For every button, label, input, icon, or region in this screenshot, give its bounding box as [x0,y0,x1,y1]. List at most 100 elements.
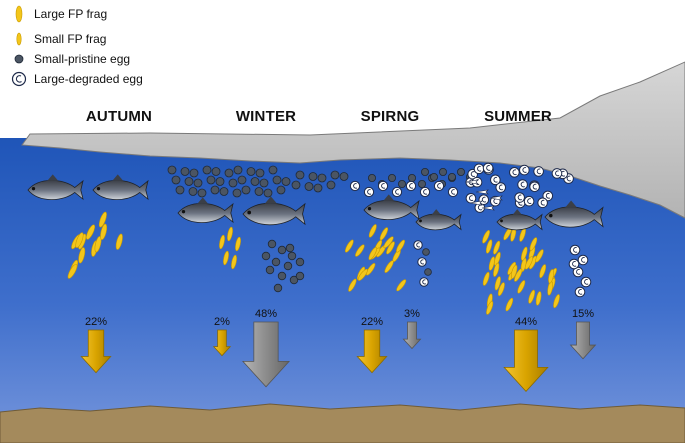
degraded-egg [483,163,493,173]
pristine-egg [268,240,276,248]
degraded-egg [569,259,579,269]
degraded-egg [420,187,429,196]
pristine-egg [264,189,272,197]
pristine-egg [296,171,304,179]
pristine-egg [233,189,241,197]
pristine-egg [225,169,233,177]
degraded-egg [364,187,373,196]
pristine-egg [421,168,428,175]
degraded-egg [350,181,359,190]
fp-flux-label-autumn: 22% [85,316,107,328]
pristine-egg [207,176,215,184]
pristine-egg [260,179,268,187]
pristine-egg [314,184,322,192]
degraded-egg [448,187,457,196]
degraded-egg [518,180,528,190]
pristine-egg [278,246,286,254]
pristine-egg [269,166,277,174]
season-title-spring: SPIRNG [361,108,420,125]
pristine-egg [238,176,246,184]
pristine-egg [305,183,313,191]
pristine-egg [331,171,339,179]
pristine-egg [172,176,180,184]
pristine-egg [211,186,219,194]
pristine-egg [425,269,432,276]
egg-flux-label-winter: 48% [255,308,277,320]
degraded-egg [524,196,534,206]
pristine-egg [284,262,292,270]
legend-label: Small FP frag [34,32,106,46]
pristine-egg [408,174,415,181]
pristine-egg [309,173,317,181]
small-pristine-egg-icon [8,50,30,68]
pristine-egg [251,178,259,186]
pristine-egg [262,252,270,260]
pristine-egg [256,169,264,177]
pristine-egg [439,168,446,175]
pristine-egg [203,166,211,174]
egg-flux-label-spring: 3% [404,308,420,320]
degraded-egg [466,193,476,203]
pristine-egg [272,258,280,266]
pristine-egg [277,186,285,194]
pristine-egg [296,258,304,266]
fp-flux-label-winter: 2% [214,316,230,328]
legend-label: Large-degraded egg [34,72,143,86]
degraded-egg [418,258,426,266]
pristine-egg [220,188,228,196]
pristine-egg [278,272,286,280]
pristine-egg [286,244,294,252]
pristine-egg [398,180,405,187]
pristine-egg [448,173,455,180]
degraded-egg [510,168,520,178]
legend-item-small-pristine-egg: Small-pristine egg [8,50,130,68]
degraded-egg [474,164,484,174]
degraded-egg [515,193,525,203]
degraded-egg [530,182,540,192]
pristine-egg [185,178,193,186]
pristine-egg [266,266,274,274]
legend-label: Small-pristine egg [34,52,130,66]
pristine-egg [457,168,464,175]
pristine-egg [198,189,206,197]
pristine-egg [368,174,375,181]
pristine-egg [234,166,242,174]
pristine-egg [194,179,202,187]
degraded-egg [552,169,562,179]
degraded-egg [491,175,501,185]
season-title-autumn: AUTUMN [86,108,152,125]
legend-item-large-fp-frag: Large FP frag [8,5,107,23]
pristine-egg [189,188,197,196]
pristine-egg [181,168,189,176]
pristine-egg [430,173,437,180]
pristine-egg [327,181,335,189]
fp-flux-label-spring: 22% [361,316,383,328]
legend-label: Large FP frag [34,7,107,21]
season-title-summer: SUMMER [484,108,552,125]
pristine-egg [190,169,198,177]
season-title-winter: WINTER [236,108,296,125]
fp-flux-label-summer: 44% [515,316,537,328]
legend-item-large-degraded-egg: Large-degraded egg [8,70,143,88]
pristine-egg [296,272,304,280]
legend-item-small-fp-frag: Small FP frag [8,30,106,48]
degraded-egg [434,181,443,190]
degraded-egg [520,165,530,175]
pristine-egg [168,166,176,174]
pristine-egg [388,174,395,181]
pristine-egg [423,249,430,256]
degraded-egg [538,198,548,208]
pristine-egg [255,188,263,196]
pristine-egg [247,168,255,176]
degraded-egg [406,181,415,190]
pristine-egg [318,174,326,182]
pristine-egg [282,178,290,186]
pristine-egg [292,181,300,189]
pristine-egg [176,186,184,194]
pristine-egg [418,180,425,187]
pristine-egg [229,179,237,187]
degraded-egg [575,287,585,297]
degraded-egg [534,167,544,177]
egg-flux-label-summer: 15% [572,308,594,320]
